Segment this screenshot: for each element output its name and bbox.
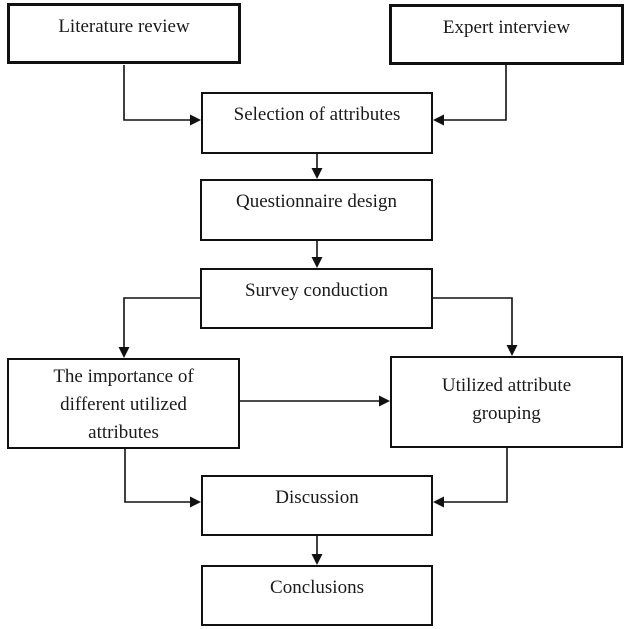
edge-utilized-attribute-grouping-to-discussion <box>433 448 508 508</box>
edge-expert-interview-to-selection-of-attributes <box>433 65 507 126</box>
edge-questionnaire-design-to-survey-conduction <box>311 241 323 268</box>
arrowhead-down-icon <box>506 345 518 356</box>
edge-importance-of-attributes-to-discussion <box>124 449 201 508</box>
arrowhead-down-icon <box>311 257 323 268</box>
arrowhead-right-icon <box>379 395 390 407</box>
node-conclusions: Conclusions <box>201 565 433 626</box>
node-importance-of-attributes: The importance of different utilized att… <box>7 358 240 449</box>
edge-discussion-to-conclusions <box>311 536 323 565</box>
edge-survey-conduction-to-importance-of-attributes <box>118 297 200 358</box>
node-survey-conduction: Survey conduction <box>200 268 433 329</box>
arrowhead-down-icon <box>311 554 323 565</box>
arrowhead-left-icon <box>433 496 444 508</box>
edge-selection-of-attributes-to-questionnaire-design <box>311 154 323 179</box>
node-selection-of-attributes: Selection of attributes <box>201 92 433 154</box>
arrowhead-right-icon <box>190 496 201 508</box>
node-questionnaire-design: Questionnaire design <box>200 179 433 241</box>
node-utilized-attribute-grouping: Utilized attribute grouping <box>390 356 623 448</box>
arrowhead-down-icon <box>118 347 130 358</box>
node-discussion: Discussion <box>201 475 433 536</box>
edge-survey-conduction-to-utilized-attribute-grouping <box>433 297 518 356</box>
edge-literature-review-to-selection-of-attributes <box>123 65 201 126</box>
node-expert-interview: Expert interview <box>389 4 624 65</box>
arrowhead-left-icon <box>433 114 444 126</box>
arrowhead-down-icon <box>311 168 323 179</box>
node-literature-review: Literature review <box>7 3 241 64</box>
arrowhead-right-icon <box>190 114 201 126</box>
edge-importance-of-attributes-to-utilized-attribute-grouping <box>240 395 390 407</box>
